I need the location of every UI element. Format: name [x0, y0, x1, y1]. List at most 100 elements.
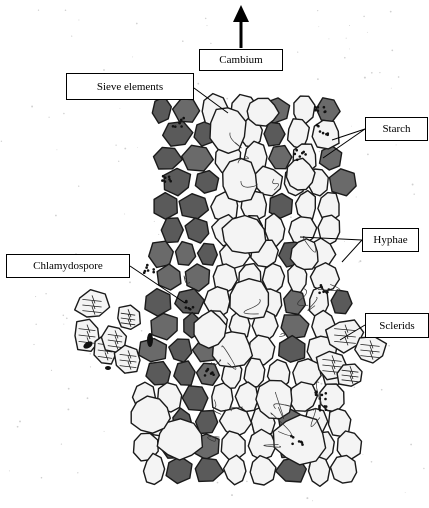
sieve-element-cell [230, 279, 269, 319]
speckle-dot [67, 408, 69, 410]
speckle-dot [391, 50, 393, 52]
speckle-dot [136, 23, 138, 25]
speckle-dot [231, 494, 233, 496]
speckle-dot [56, 149, 57, 150]
speckle-dot [124, 214, 125, 215]
speckle-dot [51, 370, 52, 371]
starch-grain [317, 106, 320, 109]
starch-grain [144, 270, 147, 273]
speckle-dot [1, 141, 2, 142]
starch-grain [318, 406, 321, 409]
speckle-dot [78, 186, 79, 187]
speckle-dot [19, 420, 21, 422]
speckle-dot [33, 344, 34, 345]
speckle-dot [381, 389, 383, 391]
starch-grain [314, 109, 317, 112]
speckle-dot [319, 151, 321, 153]
speckle-dot [90, 366, 91, 367]
starch-grain [322, 291, 325, 294]
speckle-dot [119, 108, 120, 109]
speckle-dot [9, 470, 10, 471]
speckle-dot [351, 126, 352, 127]
starch-grain [185, 306, 188, 309]
starch-grain [323, 111, 326, 114]
starch-grain [147, 269, 150, 272]
starch-grain [321, 394, 324, 397]
starch-grain [207, 368, 210, 371]
speckle-dot [359, 262, 360, 263]
starch-grain [298, 440, 301, 443]
starch-grain [146, 264, 149, 267]
starch-grain [168, 176, 171, 179]
speckle-dot [328, 38, 329, 39]
starch-grain [185, 301, 188, 304]
starch-grain [152, 268, 155, 271]
starch-grain [174, 125, 177, 128]
starch-grain [317, 125, 320, 128]
speckle-dot [154, 221, 155, 222]
starch-grain [326, 134, 329, 137]
starch-grain [292, 436, 295, 439]
speckle-dot [104, 431, 105, 432]
starch-grain [301, 152, 304, 155]
speckle-dot [118, 161, 119, 162]
starch-grain [315, 394, 318, 397]
speckle-dot [364, 77, 366, 79]
speckle-dot [359, 260, 361, 262]
speckle-dot [90, 353, 92, 355]
speckle-dot [103, 69, 105, 71]
speckle-dot [398, 76, 400, 78]
starch-grain [319, 409, 322, 412]
speckle-dot [68, 388, 70, 390]
speckle-dot [129, 281, 131, 283]
speckle-dot [396, 144, 397, 145]
starch-grain [326, 291, 329, 294]
speckle-dot [344, 57, 346, 59]
starch-grain [210, 372, 213, 375]
speckle-dot [371, 461, 373, 463]
label-chlamydospore: Chlamydospore [6, 254, 130, 278]
speckle-dot [318, 26, 319, 27]
speckle-dot [45, 293, 46, 294]
starch-grain [164, 176, 167, 179]
starch-grain [172, 125, 175, 128]
starch-grain [301, 443, 304, 446]
speckle-dot [354, 387, 355, 388]
sieve-element-cell [223, 158, 257, 202]
speckle-dot [362, 454, 363, 455]
speckle-dot [63, 113, 65, 115]
speckle-dot [349, 48, 350, 49]
starch-grain [162, 175, 165, 178]
starch-grain [325, 392, 328, 395]
speckle-dot [390, 11, 392, 13]
speckle-dot [63, 315, 65, 317]
speckle-dot [65, 9, 67, 11]
starch-grain [182, 117, 185, 120]
speckle-dot [41, 477, 43, 479]
speckle-dot [31, 106, 33, 108]
speckle-dot [38, 10, 39, 11]
speckle-dot [205, 18, 207, 20]
starch-grain [295, 149, 298, 152]
speckle-dot [115, 145, 116, 146]
starch-grain [161, 179, 164, 182]
sclerid-cell [337, 364, 362, 386]
starch-grain [187, 307, 190, 310]
speckle-dot [35, 296, 36, 297]
speckle-dot [346, 38, 347, 39]
label-starch: Starch [365, 117, 428, 141]
light-cell [212, 383, 233, 411]
starch-grain [325, 408, 328, 411]
speckle-dot [321, 383, 323, 385]
speckle-dot [226, 98, 228, 100]
speckle-dot [356, 196, 357, 197]
speckle-dot [206, 25, 207, 26]
starch-grain [294, 153, 297, 156]
starch-grain [180, 125, 183, 128]
speckle-dot [71, 36, 72, 37]
starch-grain [323, 106, 326, 109]
speckle-dot [413, 193, 414, 194]
starch-grain [204, 374, 207, 377]
starch-grain [314, 106, 317, 109]
